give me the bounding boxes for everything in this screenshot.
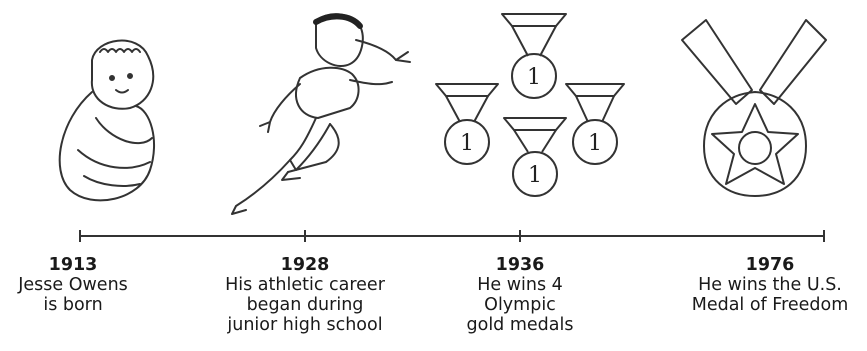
event-year: 1976: [680, 255, 860, 275]
medal-number: 1: [527, 65, 541, 90]
event-description: Jesse Owens is born: [8, 275, 138, 315]
event-1928: 1928 His athletic career began during ju…: [205, 255, 405, 335]
medal-number: 1: [588, 131, 602, 156]
event-year: 1913: [8, 255, 138, 275]
event-year: 1928: [205, 255, 405, 275]
event-1936: 1936 He wins 4 Olympic gold medals: [450, 255, 590, 335]
medal-number: 1: [460, 131, 474, 156]
timeline-axis: [80, 230, 824, 242]
runner-icon: [232, 14, 410, 214]
event-1913: 1913 Jesse Owens is born: [8, 255, 138, 315]
baby-icon: [60, 41, 154, 201]
event-description: He wins the U.S. Medal of Freedom: [680, 275, 860, 315]
event-description: His athletic career began during junior …: [205, 275, 405, 335]
event-year: 1936: [450, 255, 590, 275]
medal-number: 1: [528, 163, 542, 188]
medal-of-freedom-icon: [682, 20, 826, 196]
event-description: He wins 4 Olympic gold medals: [450, 275, 590, 335]
event-1976: 1976 He wins the U.S. Medal of Freedom: [680, 255, 860, 315]
